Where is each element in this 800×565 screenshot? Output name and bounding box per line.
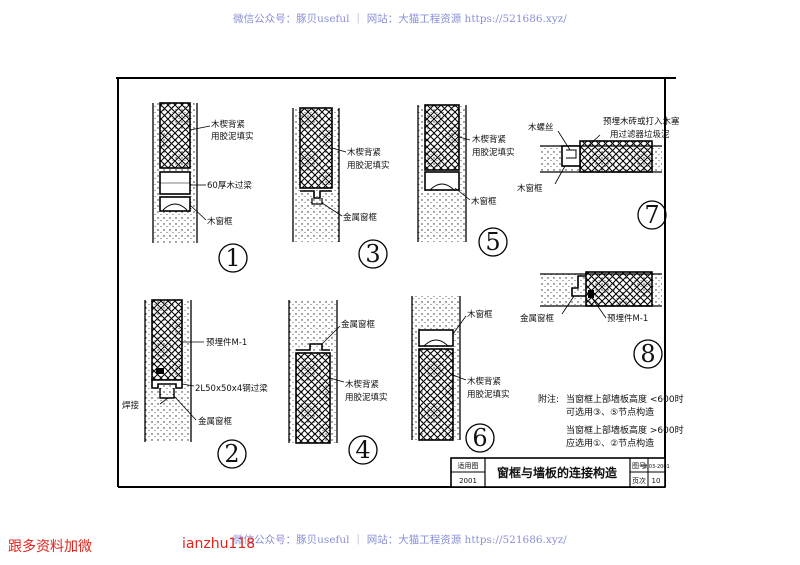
- metal-window-frame: [571, 275, 586, 297]
- detail-marker-5: [478, 227, 508, 257]
- watermark-top: 微信公众号：豚贝useful ｜ 网站：大猫工程资源 https://52168…: [233, 13, 567, 25]
- notes-line-1: 当窗框上部墙板高度 <600时: [566, 393, 684, 405]
- detail-3: 木楔背紧 用胶泥填实 金属窗框 3: [292, 107, 390, 269]
- label-steel-lintel: 2L50x50x4钢过梁: [195, 383, 268, 394]
- page-label: 页次: [632, 476, 646, 485]
- wall-panel: [295, 352, 331, 444]
- label-filler: 用过滤器垃圾泥: [610, 129, 670, 140]
- detail-marker-3: [358, 239, 388, 269]
- label-wood-frame: 木窗框: [471, 196, 497, 207]
- wood-window-frame: [561, 145, 581, 167]
- wall-panel: [585, 271, 653, 307]
- page-value: 10: [652, 477, 661, 485]
- detail-marker-6: [465, 423, 495, 453]
- notes-prefix: 附注:: [538, 393, 559, 405]
- code-label: 图号: [632, 462, 646, 470]
- promo-text: 跟多资料加微: [8, 539, 92, 555]
- detail-2: 预埋件M-1 2L50x50x4钢过梁 焊接 金属窗框 2: [122, 299, 268, 469]
- detail-number-5: 5: [485, 228, 500, 256]
- wall-panel: [159, 102, 191, 169]
- metal-window-frame: [300, 190, 332, 199]
- label-mortar-fill: 用胶泥填实: [347, 160, 390, 171]
- detail-number-6: 6: [472, 424, 487, 452]
- promo-wechat-id: ianzhu118: [182, 536, 256, 552]
- notes-line-2: 可选用③、⑤节点构造: [566, 406, 654, 418]
- label-embed-m1: 预埋件M-1: [607, 313, 648, 324]
- label-wood-frame: 木窗框: [467, 309, 493, 320]
- watermark-bottom: 微信公众号：豚贝useful ｜ 网站：大猫工程资源 https://52168…: [233, 534, 567, 546]
- notes-line-4: 应选用①、②节点构造: [566, 437, 654, 449]
- label-mortar-fill: 用胶泥填实: [345, 392, 388, 403]
- detail-number-8: 8: [640, 340, 655, 368]
- drawing-title: 窗框与墙板的连接构造: [497, 465, 618, 480]
- label-wood-wedge: 木楔背紧: [211, 119, 245, 130]
- label-wood-wedge: 木楔背紧: [472, 134, 506, 145]
- wall-panel: [424, 104, 460, 171]
- wall-panel: [299, 107, 333, 189]
- detail-marker-7: [637, 200, 667, 230]
- label-metal-frame: 金属窗框: [198, 416, 233, 427]
- code-value: 津J03-2001: [642, 463, 669, 470]
- detail-number-3: 3: [365, 240, 380, 268]
- label-metal-frame: 金属窗框: [341, 319, 376, 330]
- label-wood-brick: 预埋木砖或打入木塞: [603, 116, 680, 127]
- label-mortar-fill: 用胶泥填实: [211, 131, 254, 142]
- wood-window-frame: [418, 329, 454, 347]
- metal-window-frame: [296, 343, 330, 351]
- notes-line-3: 当窗框上部墙板高度 >600时: [566, 424, 684, 436]
- metal-window-frame: [159, 388, 175, 399]
- detail-marker-4: [348, 435, 378, 465]
- detail-number-2: 2: [224, 440, 239, 468]
- label-wood-wedge: 木楔背紧: [345, 379, 379, 390]
- label-embed-m1: 预埋件M-1: [206, 337, 247, 348]
- label-mortar-fill: 用胶泥填实: [467, 389, 510, 400]
- wood-window-frame: [424, 171, 460, 191]
- label-weld: 焊接: [122, 400, 140, 411]
- notes: 附注: 当窗框上部墙板高度 <600时 可选用③、⑤节点构造 当窗框上部墙板高度…: [538, 393, 684, 449]
- title-block: 适用图 2001 窗框与墙板的连接构造 图号 津J03-2001 页次 10: [450, 457, 670, 488]
- label-wood-lintel: 60厚木过梁: [207, 180, 252, 191]
- scope-value: 2001: [459, 477, 477, 485]
- detail-marker-2: [217, 439, 247, 469]
- detail-4: 金属窗框 木楔背紧 用胶泥填实 4: [288, 300, 388, 465]
- scope-label: 适用图: [458, 461, 479, 470]
- wall-panel: [579, 140, 653, 173]
- label-mortar-fill: 用胶泥填实: [472, 147, 515, 158]
- label-wood-frame: 木窗框: [517, 183, 543, 194]
- detail-marker-8: [633, 339, 663, 369]
- detail-number-7: 7: [644, 201, 659, 229]
- label-wood-frame: 木窗框: [207, 216, 233, 227]
- wall-panel: [418, 348, 454, 441]
- embedded-plate: [156, 368, 164, 374]
- detail-8: 金属窗框 预埋件M-1 8: [520, 271, 663, 369]
- detail-marker-1: [218, 243, 248, 273]
- embedded-plate: [588, 290, 594, 298]
- label-metal-frame: 金属窗框: [343, 212, 378, 223]
- detail-number-1: 1: [225, 244, 240, 272]
- detail-number-4: 4: [355, 436, 370, 464]
- label-wood-screw: 木螺丝: [528, 122, 554, 133]
- detail-6: 木窗框 木楔背紧 用胶泥填实 6: [411, 296, 510, 453]
- detail-5: 木楔背紧 用胶泥填实 木窗框 5: [417, 104, 515, 257]
- label-wood-wedge: 木楔背紧: [347, 147, 381, 158]
- steel-lintel: [151, 379, 183, 389]
- detail-7: 木螺丝 预埋木砖或打入木塞 用过滤器垃圾泥 木窗框 7: [517, 116, 680, 230]
- label-metal-frame: 金属窗框: [520, 313, 555, 324]
- detail-1: 木楔背紧 用胶泥填实 60厚木过梁 木窗框 1: [152, 102, 254, 273]
- label-wood-wedge: 木楔背紧: [467, 376, 501, 387]
